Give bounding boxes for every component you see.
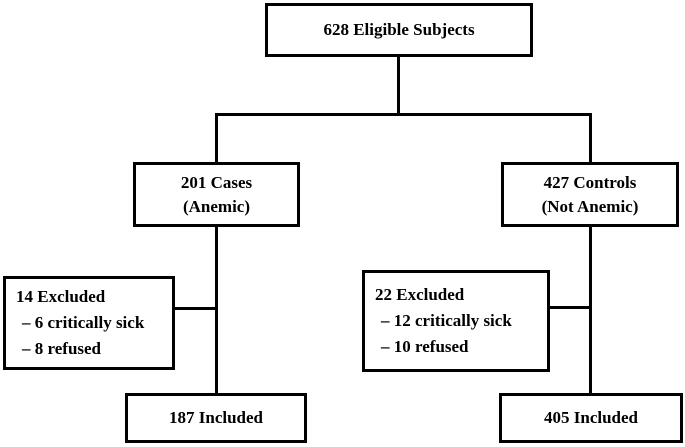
box-eligible-subjects: 628 Eligible Subjects (265, 3, 533, 57)
connector-cases-trunk-vertical (215, 227, 218, 393)
excluded-cases-item: – 8 refused (22, 339, 102, 358)
box-controls: 427 Controls (Not Anemic) (501, 162, 679, 227)
connector-controls-trunk-vertical (589, 227, 592, 393)
connector-cases-stub-vertical (215, 113, 218, 162)
connector-excluded-controls-horizontal (550, 306, 591, 309)
box-included-cases: 187 Included (125, 393, 307, 443)
excluded-controls-item: – 12 critically sick (381, 311, 512, 330)
controls-subtitle-label: (Not Anemic) (541, 196, 639, 216)
excluded-cases-title: 14 Excluded (16, 287, 106, 306)
cases-count-label: 201 Cases (180, 172, 253, 192)
connector-top-vertical (397, 57, 400, 113)
box-excluded-controls: 22 Excluded – 12 critically sick – 10 re… (362, 270, 550, 372)
excluded-cases-item: – 6 critically sick (22, 313, 145, 332)
included-cases-label: 187 Included (169, 408, 263, 427)
controls-count-label: 427 Controls (543, 172, 637, 192)
excluded-controls-title: 22 Excluded (375, 285, 465, 304)
cases-subtitle-label: (Anemic) (182, 196, 251, 216)
box-excluded-cases: 14 Excluded – 6 critically sick – 8 refu… (3, 276, 175, 370)
excluded-controls-item: – 10 refused (381, 337, 469, 356)
connector-controls-stub-vertical (589, 113, 592, 162)
eligible-subjects-label: 628 Eligible Subjects (323, 20, 475, 39)
box-included-controls: 405 Included (499, 393, 683, 443)
box-cases: 201 Cases (Anemic) (133, 162, 300, 227)
connector-excluded-cases-horizontal (175, 307, 217, 310)
connector-split-horizontal (215, 113, 592, 116)
included-controls-label: 405 Included (544, 408, 638, 427)
